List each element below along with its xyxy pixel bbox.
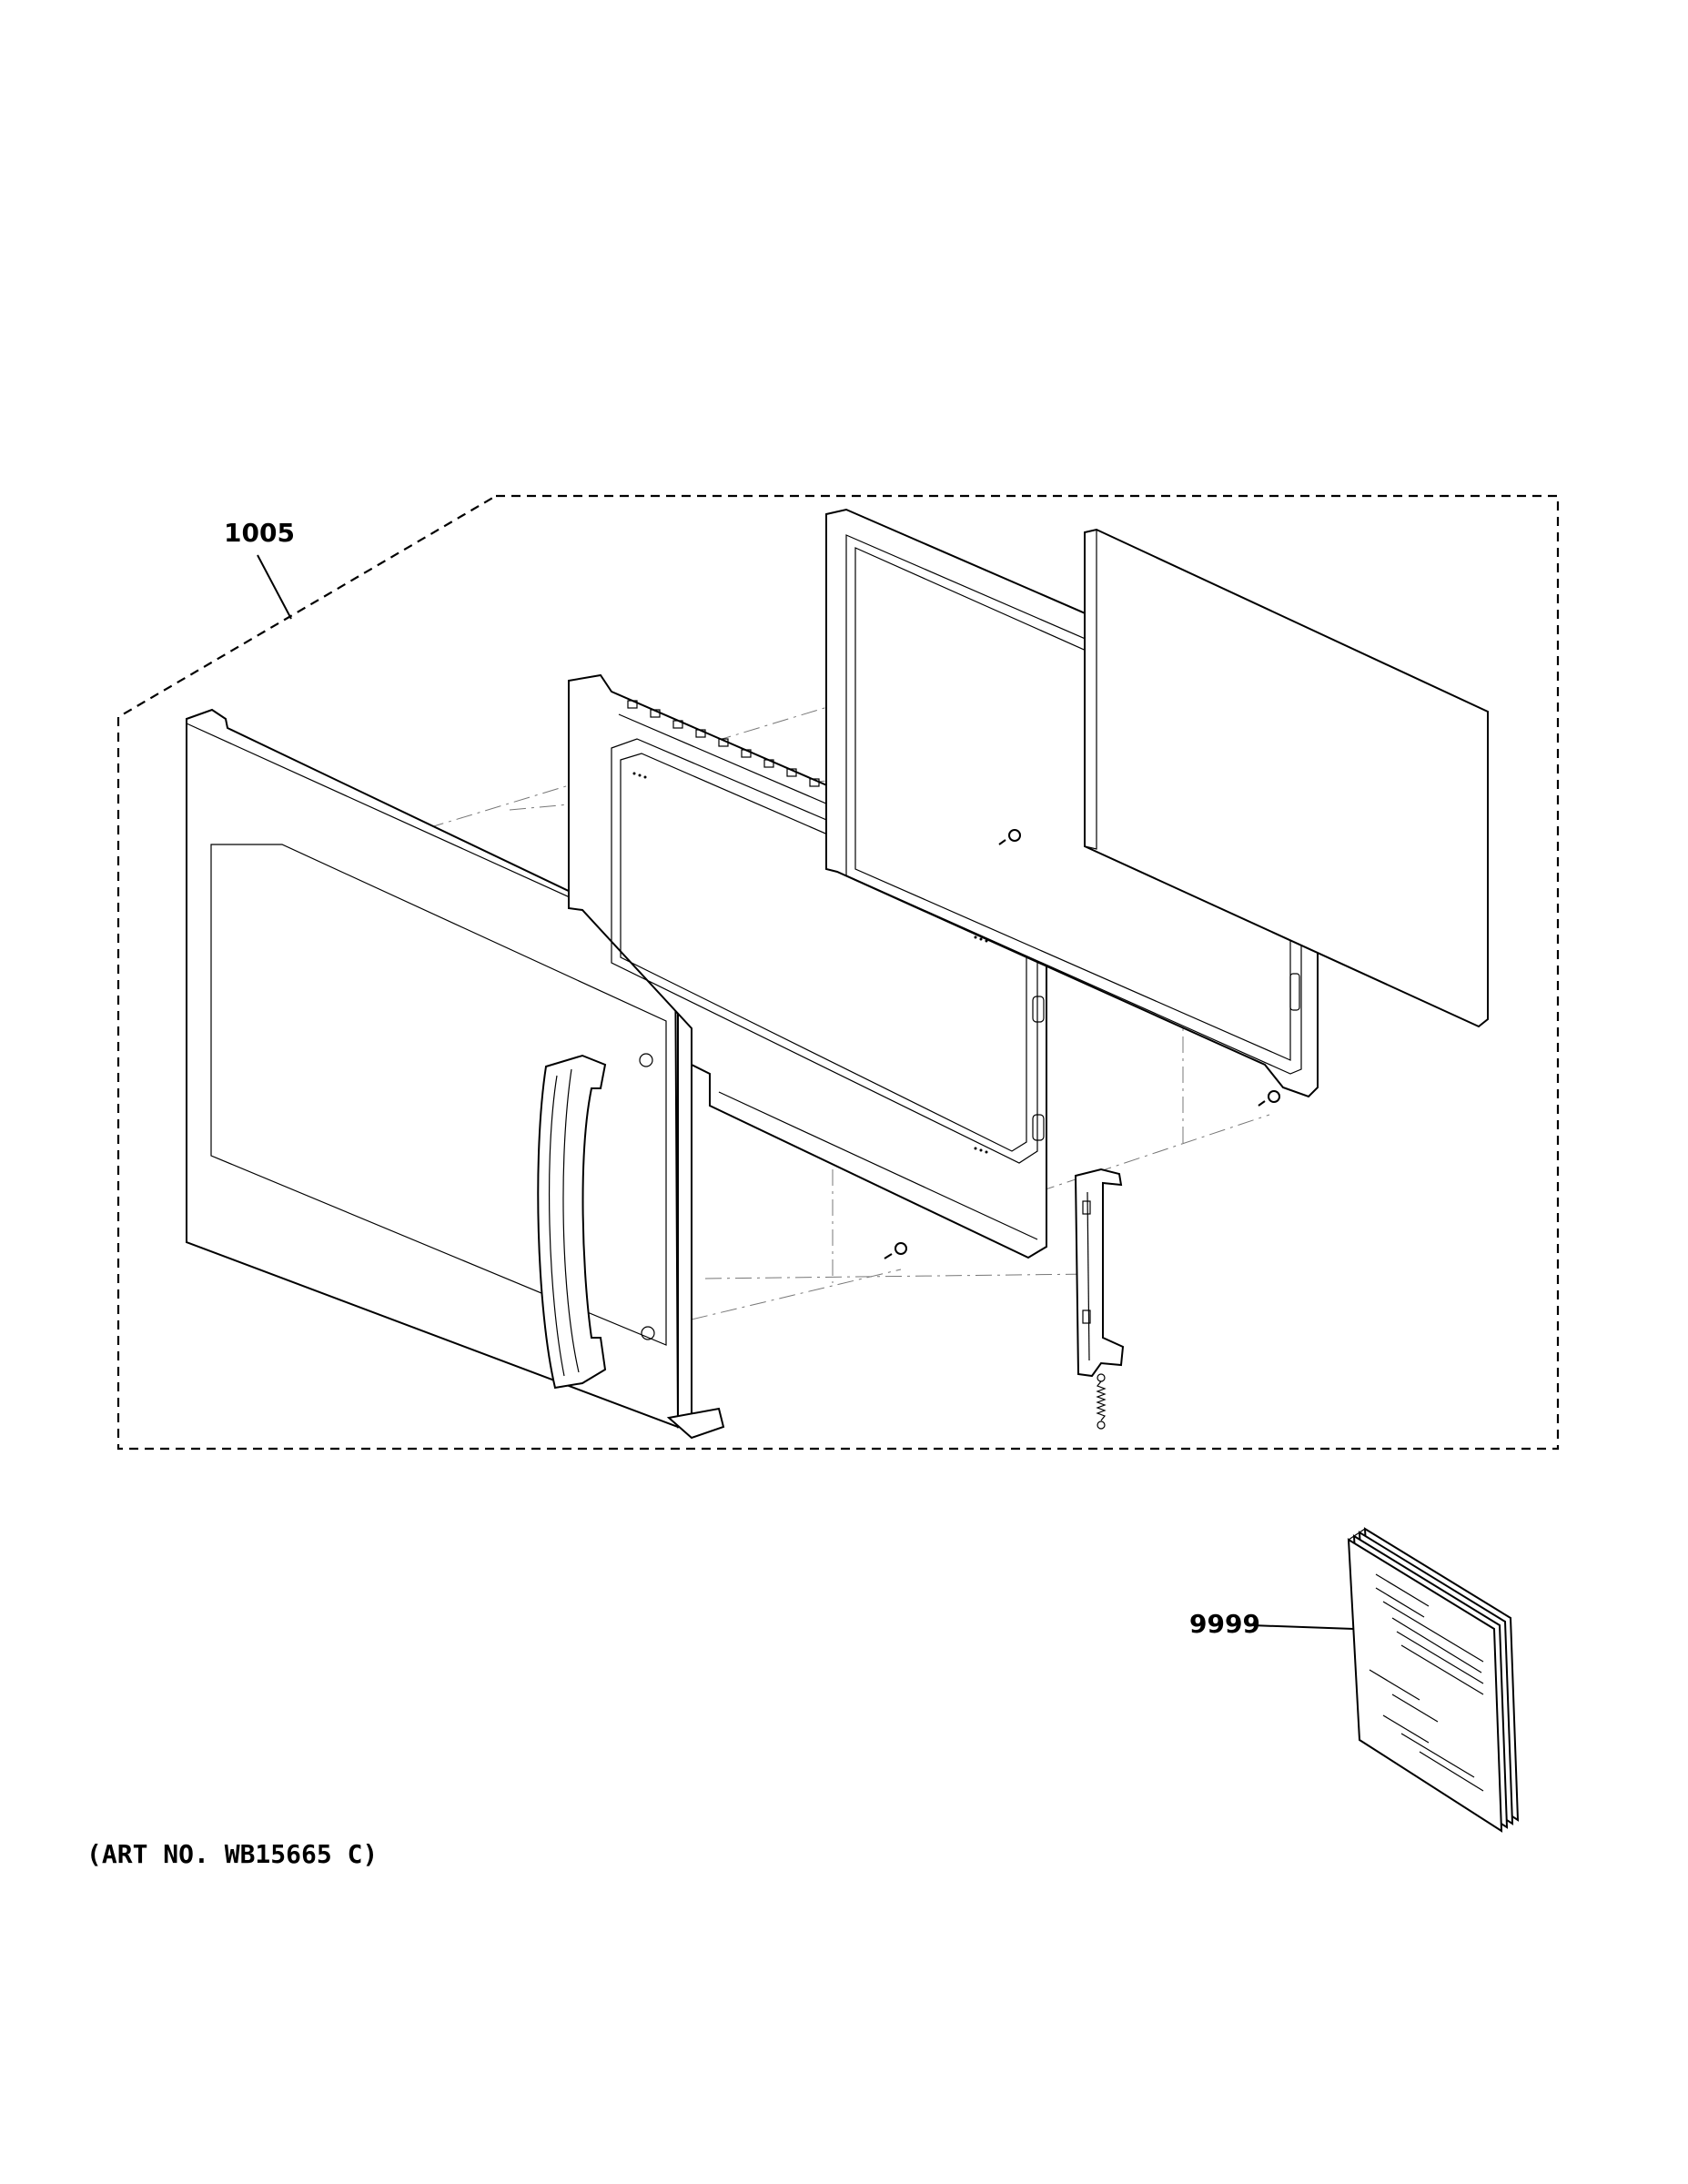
screw-right [1258,1090,1280,1107]
art-number: (ART NO. WB15665 C) [86,1839,379,1869]
callout-9999: 9999 [1189,1609,1260,1639]
door-handle [537,1054,607,1390]
leader-1005 [257,554,292,620]
latch-spring [1096,1373,1107,1430]
leader-9999 [1250,1624,1355,1630]
screw-upper [998,829,1021,845]
rear-door-frame [825,508,1319,1098]
callout-1005: 1005 [224,518,295,548]
door-latch-hook [1074,1168,1125,1378]
assembly-boundary-1005 [116,494,1560,1451]
literature-booklet [1347,1527,1520,1833]
screw-lower [884,1242,907,1259]
